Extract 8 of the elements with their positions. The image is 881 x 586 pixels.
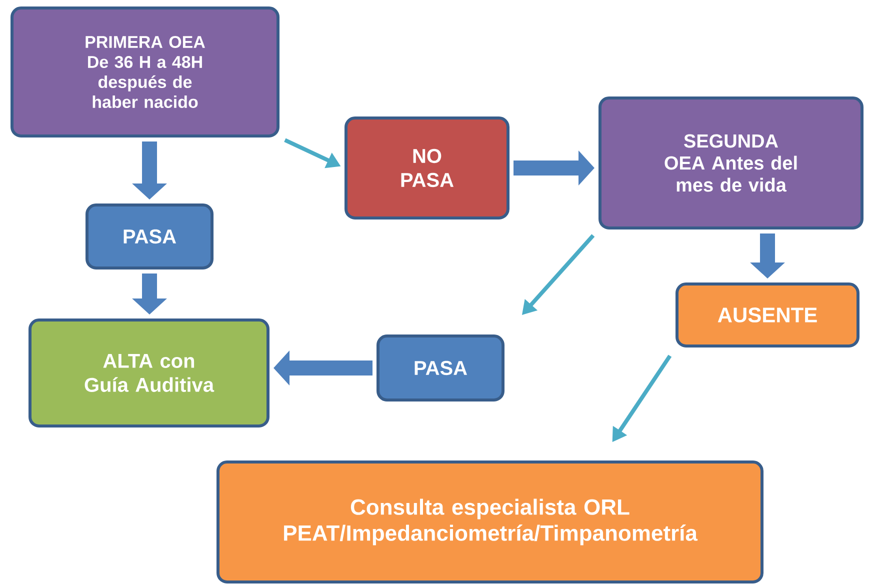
result-box: NO PASA bbox=[344, 116, 510, 220]
result-box: PRIMERA OEA De 36 H a 48H después de haber nacido bbox=[10, 6, 280, 138]
result-box: PASA bbox=[376, 334, 504, 402]
result-box: ALTA con Guía Auditiva bbox=[28, 318, 270, 428]
result-box: PASA bbox=[86, 204, 214, 270]
result-box: SEGUNDA OEA Antes del mes de vida bbox=[598, 96, 864, 230]
result-box: AUSENTE bbox=[676, 282, 860, 348]
result-box: Consulta especialista ORL PEAT/Impedanciometría/Timpanometría bbox=[216, 460, 764, 584]
